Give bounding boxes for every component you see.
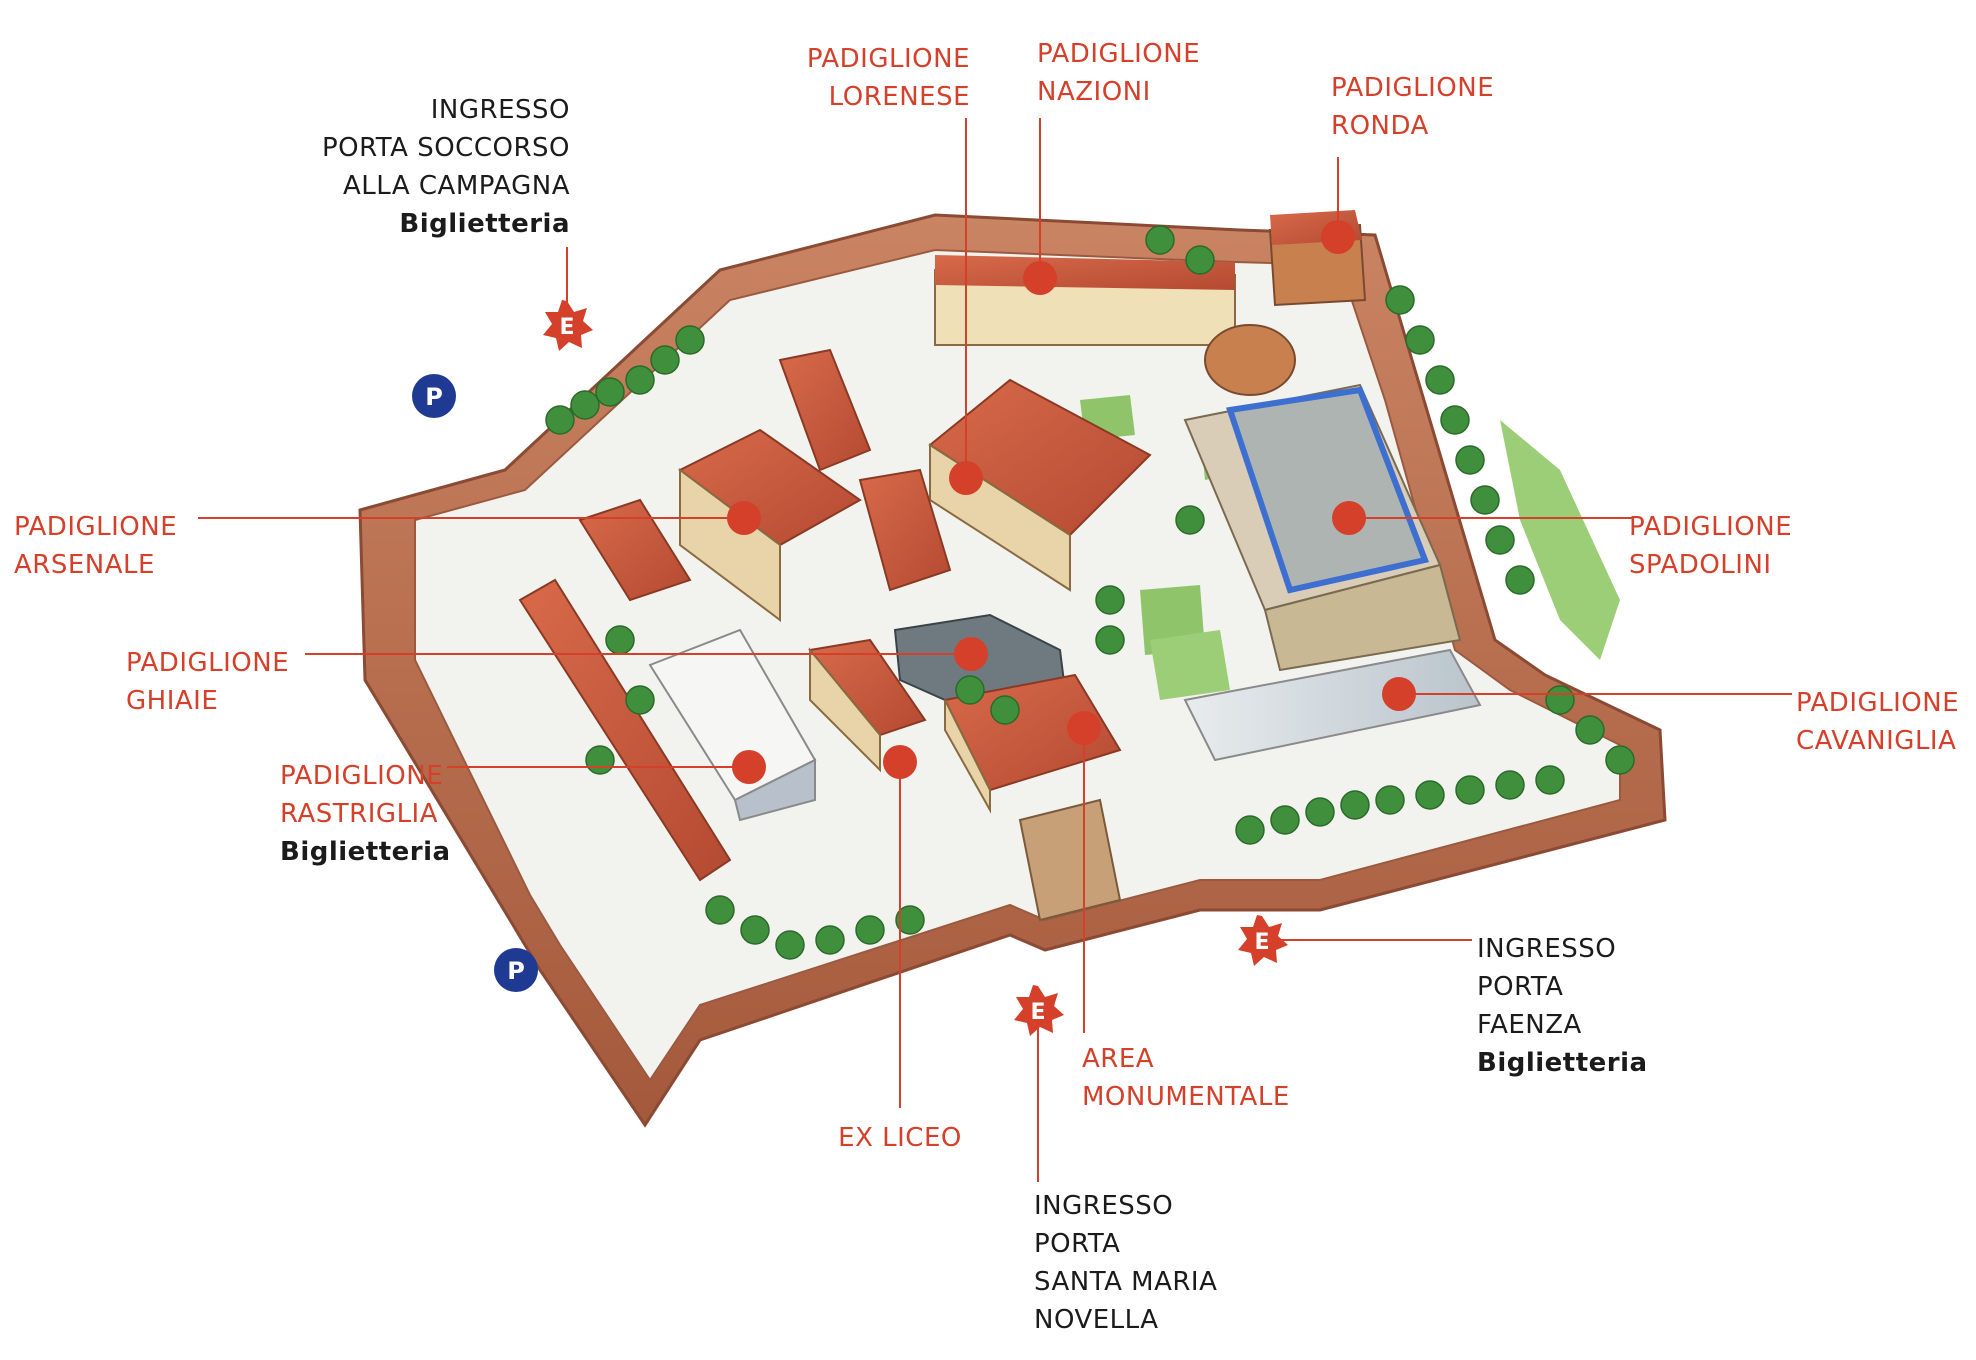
label-padiglione-nazioni: PADIGLIONE NAZIONI xyxy=(1037,39,1201,107)
entrance-marker-label: E xyxy=(1030,1000,1045,1025)
entrance-marker-soccorso: E xyxy=(543,300,593,351)
label-padiglione-cavaniglia: PADIGLIONE CAVANIGLIA xyxy=(1796,688,1960,756)
parking-marker-label: P xyxy=(425,383,443,411)
entrance-marker-santamaria: E xyxy=(1014,985,1064,1036)
label-padiglione-arsenale: PADIGLIONE ARSENALE xyxy=(14,512,178,580)
label-area-monumentale: AREA MONUMENTALE xyxy=(1082,1044,1290,1112)
label-ingresso-soccorso: INGRESSO PORTA SOCCORSO ALLA CAMPAGNA Bi… xyxy=(270,91,570,243)
buildings xyxy=(518,210,1482,922)
ticket-office-label: Biglietteria xyxy=(280,837,451,867)
ticket-office-label: Biglietteria xyxy=(1477,1048,1648,1078)
label-padiglione-lorenese: PADIGLIONE LORENESE xyxy=(806,44,970,112)
parking-marker-label: P xyxy=(507,957,525,985)
entrance-marker-label: E xyxy=(559,315,574,340)
pavilion-dots xyxy=(727,220,1416,784)
label-padiglione-spadolini: PADIGLIONE SPADOLINI xyxy=(1629,512,1793,580)
entrance-marker-label: E xyxy=(1254,930,1269,955)
ticket-office-label: Biglietteria xyxy=(399,209,570,239)
entrance-marker-faenza: E xyxy=(1238,915,1288,966)
label-padiglione-ronda: PADIGLIONE RONDA xyxy=(1331,73,1495,141)
label-padiglione-ghiaie: PADIGLIONE GHIAIE xyxy=(126,648,290,716)
label-ingresso-santamaria: INGRESSO PORTA SANTA MARIA NOVELLA xyxy=(1034,1191,1218,1335)
parking-marker-north: P xyxy=(412,374,456,418)
label-padiglione-rastriglia: PADIGLIONE RASTRIGLIA Biglietteria xyxy=(280,757,451,871)
leader-lines xyxy=(198,118,1792,1182)
label-ex-liceo: EX LICEO xyxy=(838,1123,962,1153)
trees xyxy=(545,225,1635,960)
label-ingresso-faenza: INGRESSO PORTA FAENZA Biglietteria xyxy=(1477,930,1648,1082)
parking-marker-south: P xyxy=(494,948,538,992)
